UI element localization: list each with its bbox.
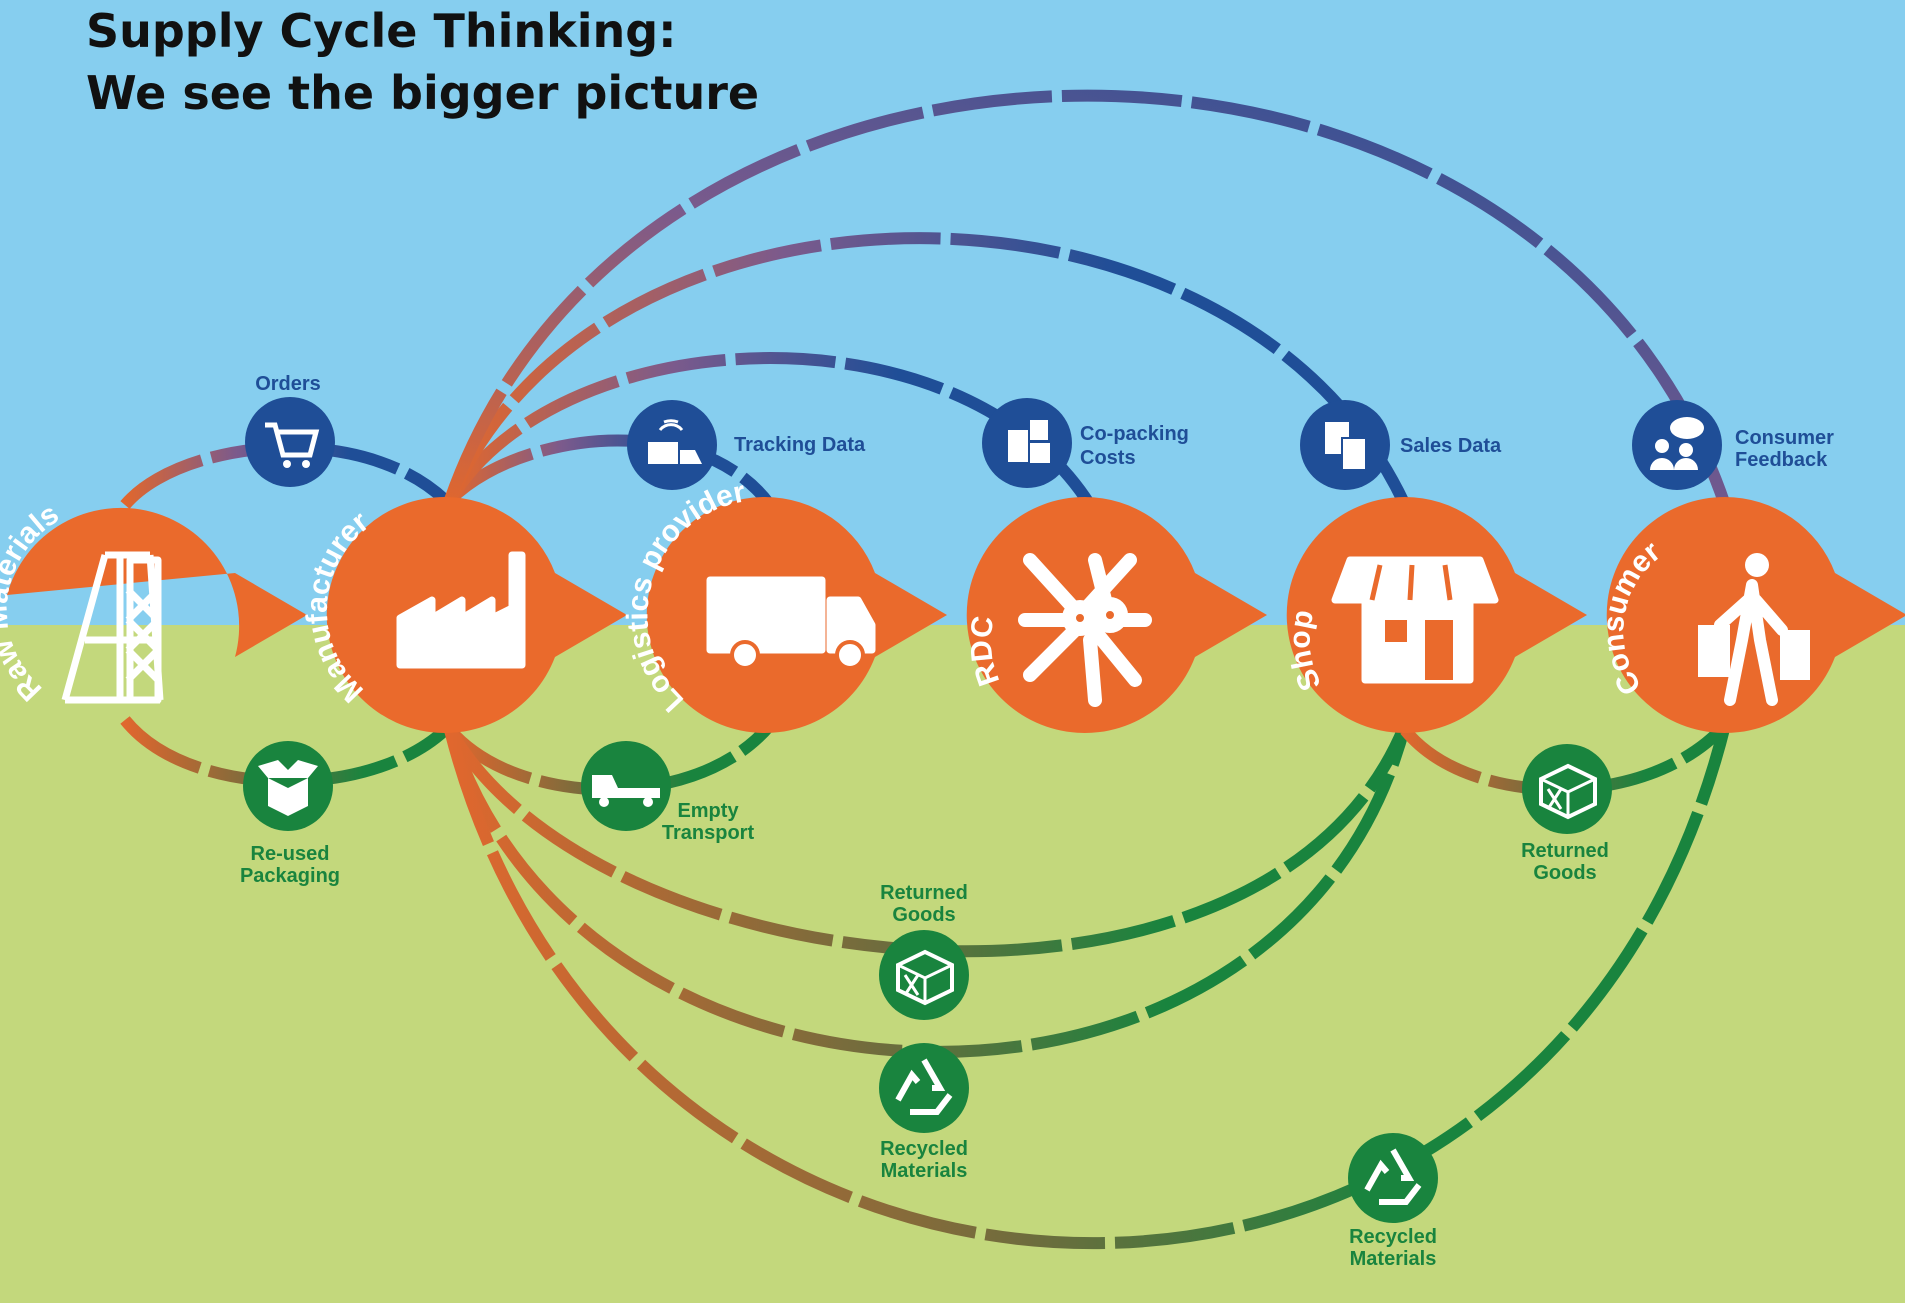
- arc-feedback: [444, 89, 1731, 507]
- label-copacking-2: Costs: [1080, 447, 1136, 469]
- badge-tracking: [627, 400, 717, 490]
- label-returned-right-1: Returned: [1521, 840, 1609, 862]
- label-recycled-mid-2: Materials: [881, 1160, 968, 1182]
- badge-sales: [1300, 400, 1390, 490]
- badge-empty-transport: [581, 741, 671, 831]
- label-recycled-right-1: Recycled: [1349, 1226, 1437, 1248]
- return-badges: [243, 741, 1612, 1223]
- storefront-icon: [1331, 556, 1499, 684]
- arc-sales: [444, 232, 1411, 508]
- badge-recycled-mid: [879, 1043, 969, 1133]
- signal-truck-icon: [648, 442, 678, 464]
- label-returned-right-2: Goods: [1533, 862, 1596, 884]
- label-packaging-1: Re-used: [251, 843, 330, 865]
- node-shape: [7, 507, 307, 657]
- distribution-hub-icon: [1018, 553, 1152, 707]
- label-empty-2: Transport: [662, 822, 755, 844]
- badge-packaging: [243, 741, 333, 831]
- info-badges: [245, 397, 1722, 490]
- recycle-icon: [895, 1058, 953, 1115]
- title-line-2: We see the bigger picture: [86, 66, 760, 120]
- page-title: Supply Cycle Thinking: We see the bigger…: [86, 0, 759, 124]
- badge-recycled-right: [1348, 1133, 1438, 1223]
- label-tracking: Tracking Data: [734, 434, 866, 456]
- arc-recycled-right: [444, 723, 1731, 1250]
- label-returned-mid-1: Returned: [880, 882, 968, 904]
- badge-orders: [245, 397, 335, 487]
- label-recycled-mid-1: Recycled: [880, 1138, 968, 1160]
- label-sales: Sales Data: [1400, 435, 1502, 457]
- label-recycled-right-2: Materials: [1350, 1248, 1437, 1270]
- badge-copacking: [982, 398, 1072, 488]
- arc-tracking: [445, 434, 775, 509]
- label-copacking-1: Co-packing: [1080, 423, 1189, 445]
- node-raw-materials: [7, 507, 307, 657]
- mine-headframe-icon: [61, 551, 164, 704]
- badge-returned-mid: [879, 930, 969, 1020]
- badge-feedback: [1632, 400, 1722, 490]
- package-icon: [1539, 763, 1597, 820]
- recycle-icon: [1364, 1148, 1422, 1205]
- shopping-cart-icon: [265, 422, 320, 458]
- label-packaging-2: Packaging: [240, 865, 340, 887]
- speech-bubble-people-icon: [1670, 417, 1704, 439]
- label-returned-mid-2: Goods: [892, 904, 955, 926]
- open-box-icon: [258, 760, 318, 816]
- factory-icon: [396, 551, 526, 669]
- badge-returned-right: [1522, 744, 1612, 834]
- label-orders: Orders: [255, 373, 321, 395]
- label-feedback-2: Feedback: [1735, 449, 1828, 471]
- label-empty-1: Empty: [677, 800, 739, 822]
- title-line-1: Supply Cycle Thinking:: [86, 4, 677, 58]
- package-icon: [896, 949, 954, 1006]
- label-feedback-1: Consumer: [1735, 427, 1834, 449]
- boxes-cost-icon: [1008, 430, 1028, 462]
- shopper-icon: [1698, 553, 1810, 706]
- truck-icon: [706, 576, 876, 670]
- empty-truck-icon: [592, 775, 660, 798]
